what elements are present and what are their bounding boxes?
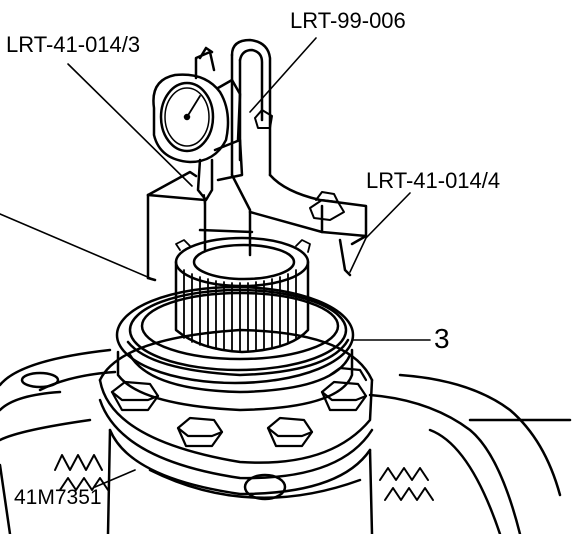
indicator-bracket: [230, 38, 368, 277]
callout-bearing-number: 3: [434, 323, 450, 354]
ring-gear-teeth: [54, 454, 434, 501]
leader-left-edge: [0, 213, 151, 279]
bearing-hub: [115, 285, 355, 412]
gauge-block: [146, 170, 254, 282]
label-gauge-tool: LRT-41-014/3: [6, 32, 141, 57]
splined-shaft: [174, 236, 311, 354]
mounting-flange: [98, 328, 374, 534]
leader-bracket: [349, 192, 411, 273]
label-dial-indicator-tool: LRT-99-006: [290, 8, 406, 33]
figure-reference-code: 41M7351: [14, 486, 102, 509]
label-bracket-tool: LRT-41-014/4: [366, 168, 501, 193]
flange-bolts: [110, 366, 368, 448]
leader-lines: [0, 37, 431, 488]
leader-figure-ref: [94, 469, 136, 488]
housing-base: [0, 348, 572, 534]
leader-dial-indicator: [249, 37, 317, 113]
dial-indicator: [152, 46, 244, 206]
leader-gauge-tool: [67, 63, 193, 187]
